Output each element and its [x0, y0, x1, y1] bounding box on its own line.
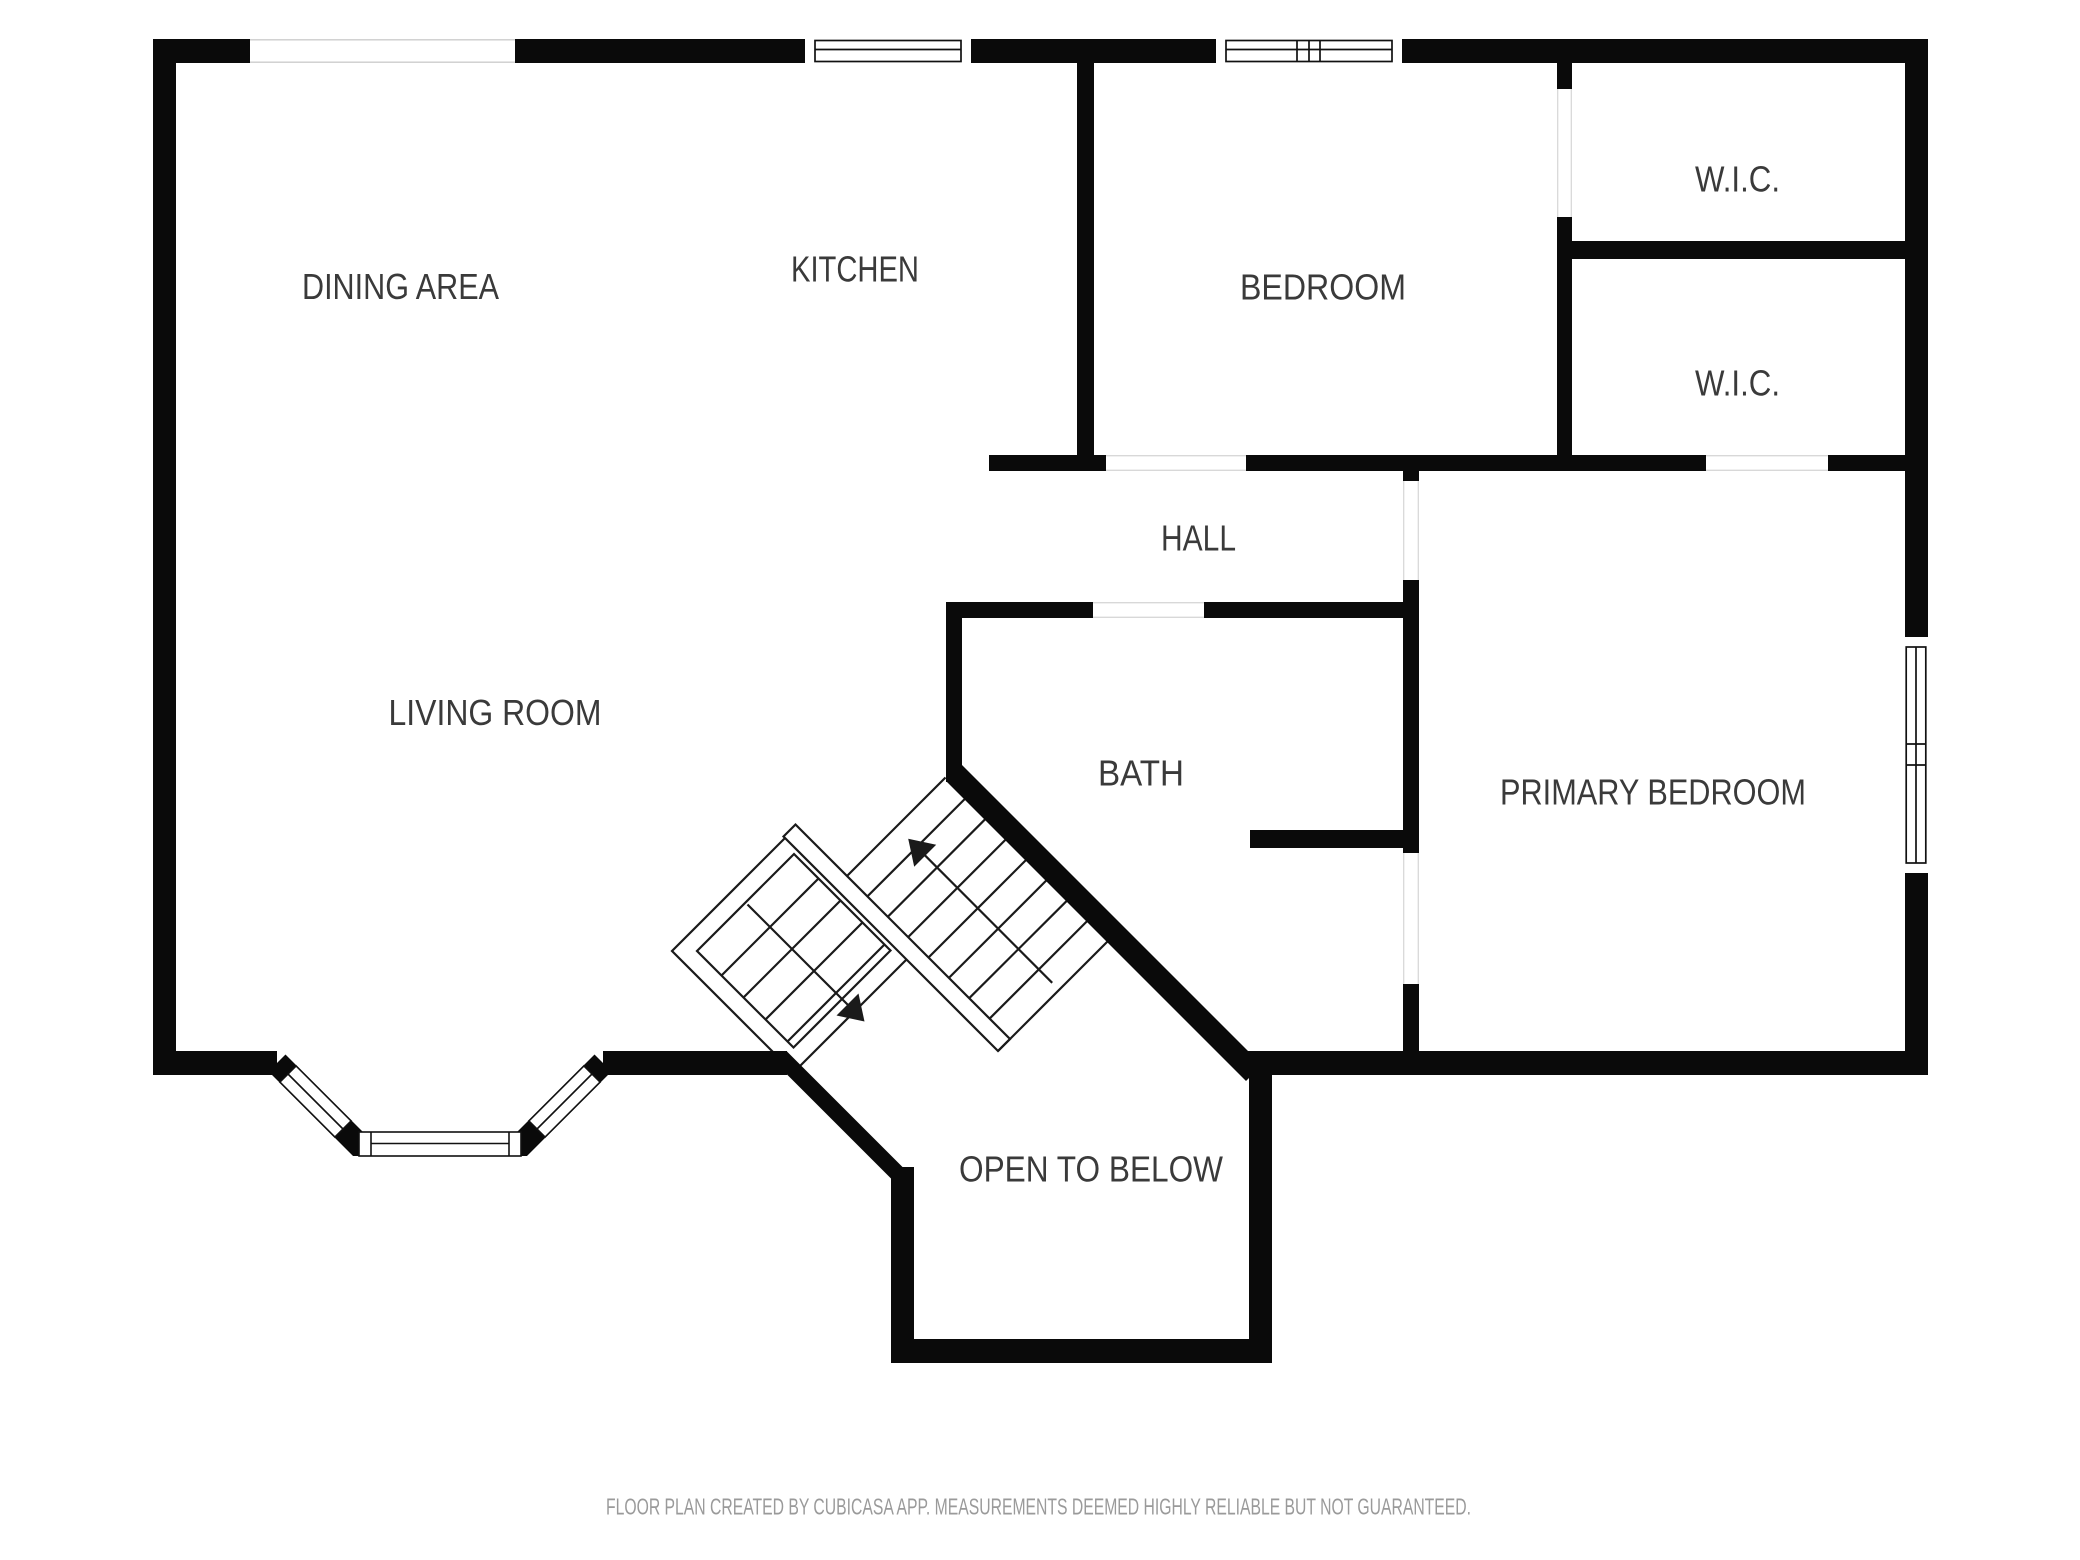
svg-text:DINING AREA: DINING AREA	[302, 266, 500, 307]
svg-text:HALL: HALL	[1161, 517, 1236, 558]
svg-text:FLOOR PLAN CREATED BY CUBICASA: FLOOR PLAN CREATED BY CUBICASA APP. MEAS…	[606, 1494, 1471, 1520]
svg-text:LIVING ROOM: LIVING ROOM	[389, 692, 602, 733]
svg-text:BATH: BATH	[1098, 752, 1184, 793]
svg-text:W.I.C.: W.I.C.	[1695, 362, 1780, 403]
svg-text:W.I.C.: W.I.C.	[1695, 158, 1780, 199]
svg-text:OPEN TO BELOW: OPEN TO BELOW	[959, 1148, 1223, 1189]
svg-text:PRIMARY BEDROOM: PRIMARY BEDROOM	[1500, 771, 1806, 812]
svg-text:BEDROOM: BEDROOM	[1240, 266, 1406, 307]
svg-text:KITCHEN: KITCHEN	[791, 248, 919, 289]
